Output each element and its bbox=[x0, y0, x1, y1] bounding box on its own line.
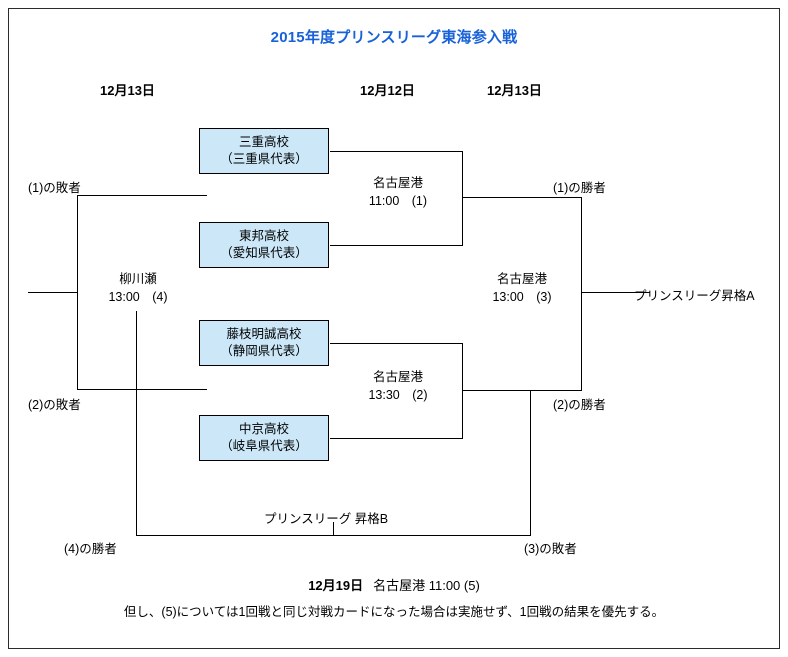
team-name: 東邦高校 bbox=[238, 229, 289, 244]
label-winner-match4: (4)の勝者 bbox=[64, 542, 117, 556]
match-time: 13:00 (4) bbox=[108, 290, 168, 305]
label-winner-match1: (1)の勝者 bbox=[553, 181, 606, 195]
team-box-1[interactable]: 三重高校 （三重県代表） bbox=[199, 128, 329, 174]
page-title: 2015年度プリンスリーグ東海参入戦 bbox=[270, 29, 518, 46]
match-label-1: 名古屋港 11:00 (1) bbox=[338, 174, 458, 210]
match-time: 13:00 (3) bbox=[492, 290, 552, 305]
match-time: 13:30 (2) bbox=[368, 388, 428, 403]
team-region: （三重県代表） bbox=[220, 152, 308, 166]
footer-date: 12月19日 bbox=[308, 578, 364, 593]
match-venue: 柳川瀬 bbox=[119, 272, 157, 286]
line-team3-to-match2 bbox=[330, 343, 463, 344]
line-match4-winner-out bbox=[28, 292, 78, 293]
line-match2-bracket bbox=[462, 343, 463, 439]
footer-detail: 名古屋港 11:00 (5) bbox=[373, 578, 480, 593]
match-venue: 名古屋港 bbox=[372, 370, 423, 384]
label-loser-match3: (3)の敗者 bbox=[524, 542, 577, 556]
line-match5-left-vertical bbox=[136, 311, 137, 536]
team-box-4[interactable]: 中京高校 （岐阜県代表） bbox=[199, 415, 329, 461]
line-match5-right-vertical bbox=[530, 390, 531, 536]
team-region: （愛知県代表） bbox=[220, 246, 308, 260]
match-label-3: 名古屋港 13:00 (3) bbox=[462, 270, 582, 306]
match-label-4: 柳川瀬 13:00 (4) bbox=[78, 270, 198, 306]
line-team2-to-match1 bbox=[330, 245, 463, 246]
label-winner-match2: (2)の勝者 bbox=[553, 398, 606, 412]
line-match3-bracket bbox=[581, 197, 582, 391]
outer-border bbox=[8, 8, 780, 649]
line-match2-winner-out bbox=[462, 390, 582, 391]
line-match3-winner-out bbox=[581, 292, 650, 293]
line-match1-bracket bbox=[462, 151, 463, 246]
line-match5-stub bbox=[333, 522, 334, 536]
footer-main: 12月19日名古屋港 11:00 (5) bbox=[0, 575, 788, 594]
line-loser1-to-match4 bbox=[77, 195, 207, 196]
line-team4-to-match2 bbox=[330, 438, 463, 439]
date-header-round1-left: 12月13日 bbox=[100, 83, 155, 98]
date-header-round1: 12月12日 bbox=[360, 83, 415, 98]
label-loser-match1: (1)の敗者 bbox=[28, 181, 81, 195]
team-box-3[interactable]: 藤枝明誠高校 （静岡県代表） bbox=[199, 320, 329, 366]
match-venue: 名古屋港 bbox=[372, 176, 423, 190]
team-name: 中京高校 bbox=[238, 422, 289, 437]
line-team1-to-match1 bbox=[330, 151, 463, 152]
team-region: （静岡県代表） bbox=[220, 344, 308, 358]
label-promotion-a: プリンスリーグ昇格A bbox=[634, 289, 755, 303]
footer-note: 但し、(5)については1回戦と同じ対戦カードになった場合は実施せず、1回戦の結果… bbox=[123, 605, 665, 619]
team-name: 藤枝明誠高校 bbox=[226, 327, 302, 342]
label-loser-match2: (2)の敗者 bbox=[28, 398, 81, 412]
match-venue: 名古屋港 bbox=[496, 272, 547, 286]
line-match1-winner-out bbox=[462, 197, 582, 198]
label-promotion-b: プリンスリーグ 昇格B bbox=[264, 512, 389, 526]
line-loser2-to-match4 bbox=[77, 389, 207, 390]
team-region: （岐阜県代表） bbox=[220, 439, 308, 453]
match-label-2: 名古屋港 13:30 (2) bbox=[338, 368, 458, 404]
team-name: 三重高校 bbox=[238, 135, 289, 150]
match-time: 11:00 (1) bbox=[368, 194, 428, 209]
date-header-final: 12月13日 bbox=[487, 83, 542, 98]
team-box-2[interactable]: 東邦高校 （愛知県代表） bbox=[199, 222, 329, 268]
